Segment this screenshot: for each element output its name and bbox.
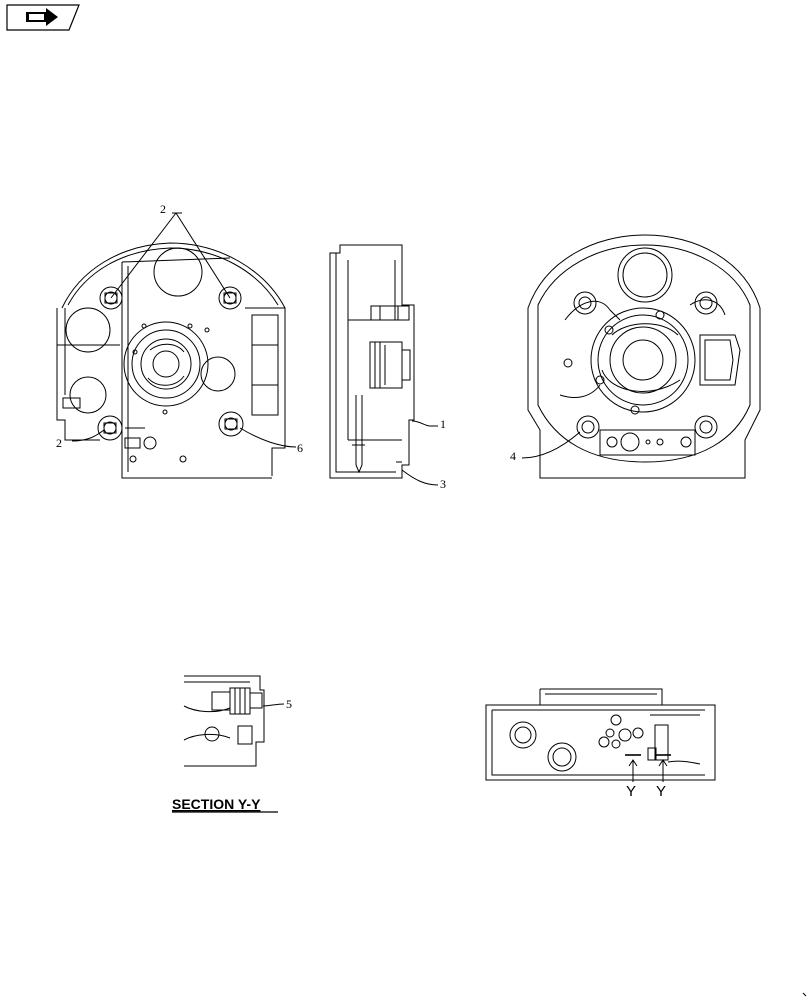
callout-front-right: 6 xyxy=(297,441,303,455)
rear-view: 4 xyxy=(510,234,761,479)
bolt-bottom-left xyxy=(97,415,123,441)
front-view: 2 2 6 xyxy=(56,202,303,479)
corner-mark xyxy=(802,992,807,997)
next-page-arrow-icon xyxy=(6,4,80,31)
bolt-top-right xyxy=(218,286,242,310)
callout-side-lower: 3 xyxy=(440,477,446,491)
section-title: SECTION Y-Y xyxy=(172,796,261,812)
callout-side-upper: 1 xyxy=(440,417,446,431)
callout-section: 5 xyxy=(286,697,292,711)
side-view: 1 3 xyxy=(329,244,446,491)
callout-front-top: 2 xyxy=(160,202,166,216)
cut-label-right: Y xyxy=(656,783,666,800)
cut-label-left: Y xyxy=(626,783,636,800)
next-page-button[interactable] xyxy=(6,4,80,31)
callout-front-left: 2 xyxy=(56,436,62,450)
bolt-top-left xyxy=(99,286,123,310)
bottom-view: Y Y xyxy=(485,688,716,800)
section-detail: 5 SECTION Y-Y xyxy=(172,675,292,813)
bolt-bottom-right xyxy=(218,411,244,437)
callout-rear: 4 xyxy=(510,449,516,463)
